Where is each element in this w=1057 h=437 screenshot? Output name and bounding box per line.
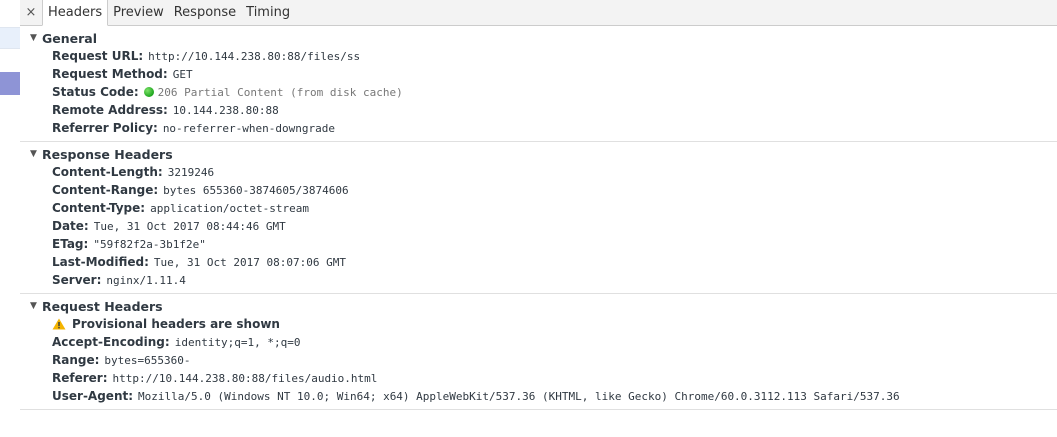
provisional-warning: Provisional headers are shown (20, 315, 1057, 333)
header-value: http://10.144.238.80:88/files/audio.html (112, 371, 378, 385)
header-row: Accept-Encoding: identity;q=1, *;q=0 (20, 333, 1057, 351)
request-headers-section: ▼ Request Headers Provisional headers ar… (20, 297, 1057, 410)
header-value: 10.144.238.80:88 (172, 103, 279, 117)
header-row: Date: Tue, 31 Oct 2017 08:44:46 GMT (20, 217, 1057, 235)
header-value: nginx/1.11.4 (106, 273, 186, 287)
header-row: Server: nginx/1.11.4 (20, 271, 1057, 289)
header-key: Server: (52, 273, 102, 287)
tab-preview[interactable]: Preview (113, 5, 164, 20)
header-row: Content-Type: application/octet-stream (20, 199, 1057, 217)
request-row[interactable] (0, 27, 20, 49)
header-key: User-Agent: (52, 389, 134, 403)
header-value: "59f82f2a-3b1f2e" (93, 237, 206, 251)
header-value: bytes=655360- (104, 353, 191, 367)
header-row: Referrer Policy: no-referrer-when-downgr… (20, 119, 1057, 137)
header-key: Status Code: (52, 85, 139, 99)
header-key: Content-Range: (52, 183, 159, 197)
header-value: Mozilla/5.0 (Windows NT 10.0; Win64; x64… (138, 389, 900, 403)
section-title: Response Headers (42, 146, 173, 162)
header-row: ETag: "59f82f2a-3b1f2e" (20, 235, 1057, 253)
header-key: Referer: (52, 371, 108, 385)
green-dot-icon (143, 87, 154, 97)
tab-response[interactable]: Response (173, 5, 237, 20)
header-row: Range: bytes=655360- (20, 351, 1057, 369)
close-icon[interactable]: × (25, 5, 37, 20)
header-key: Request Method: (52, 67, 168, 81)
header-key: Remote Address: (52, 103, 168, 117)
headers-content: ▼ General Request URL: http://10.144.238… (20, 26, 1057, 437)
header-value: bytes 655360-3874605/3874606 (163, 183, 349, 197)
header-key: Last-Modified: (52, 255, 149, 269)
header-row: Request Method: GET (20, 65, 1057, 83)
response-headers-section-header[interactable]: ▼ Response Headers (20, 145, 1057, 163)
detail-tab-bar: × Headers Preview Response Timing (20, 0, 1057, 26)
header-value: no-referrer-when-downgrade (162, 121, 335, 135)
header-value: Tue, 31 Oct 2017 08:07:06 GMT (153, 255, 346, 269)
header-value: http://10.144.238.80:88/files/ss (148, 49, 361, 63)
header-value: identity;q=1, *;q=0 (174, 335, 301, 349)
triangle-down-icon: ▼ (30, 149, 37, 159)
section-title: General (42, 30, 97, 46)
general-section-header[interactable]: ▼ General (20, 29, 1057, 47)
warning-text: Provisional headers are shown (72, 317, 280, 331)
request-headers-section-header[interactable]: ▼ Request Headers (20, 297, 1057, 315)
header-row: Last-Modified: Tue, 31 Oct 2017 08:07:06… (20, 253, 1057, 271)
header-value: Tue, 31 Oct 2017 08:44:46 GMT (93, 219, 286, 233)
triangle-down-icon: ▼ (30, 301, 37, 311)
header-row: Status Code: 206 Partial Content (from d… (20, 83, 1057, 101)
request-row-selected[interactable] (0, 72, 20, 95)
general-section: ▼ General Request URL: http://10.144.238… (20, 29, 1057, 142)
header-key: Content-Type: (52, 201, 146, 215)
header-value: GET (172, 67, 193, 81)
header-row: Request URL: http://10.144.238.80:88/fil… (20, 47, 1057, 65)
triangle-down-icon: ▼ (30, 33, 37, 43)
status-code-value: 206 Partial Content (from disk cache) (157, 85, 403, 99)
header-row: Referer: http://10.144.238.80:88/files/a… (20, 369, 1057, 387)
header-value: application/octet-stream (150, 201, 310, 215)
header-key: Range: (52, 353, 100, 367)
header-key: Referrer Policy: (52, 121, 158, 135)
header-key: Content-Length: (52, 165, 163, 179)
header-key: Request URL: (52, 49, 144, 63)
header-key: Date: (52, 219, 89, 233)
header-row: Remote Address: 10.144.238.80:88 (20, 101, 1057, 119)
header-row: User-Agent: Mozilla/5.0 (Windows NT 10.0… (20, 387, 1057, 405)
header-key: Accept-Encoding: (52, 335, 170, 349)
section-title: Request Headers (42, 298, 163, 314)
warning-icon (52, 318, 66, 330)
response-headers-section: ▼ Response Headers Content-Length: 32192… (20, 145, 1057, 294)
tab-headers[interactable]: Headers (42, 0, 109, 26)
request-list (0, 0, 21, 437)
header-value: 3219246 (167, 165, 215, 179)
header-row: Content-Length: 3219246 (20, 163, 1057, 181)
tab-timing[interactable]: Timing (246, 5, 291, 20)
header-key: ETag: (52, 237, 89, 251)
header-row: Content-Range: bytes 655360-3874605/3874… (20, 181, 1057, 199)
